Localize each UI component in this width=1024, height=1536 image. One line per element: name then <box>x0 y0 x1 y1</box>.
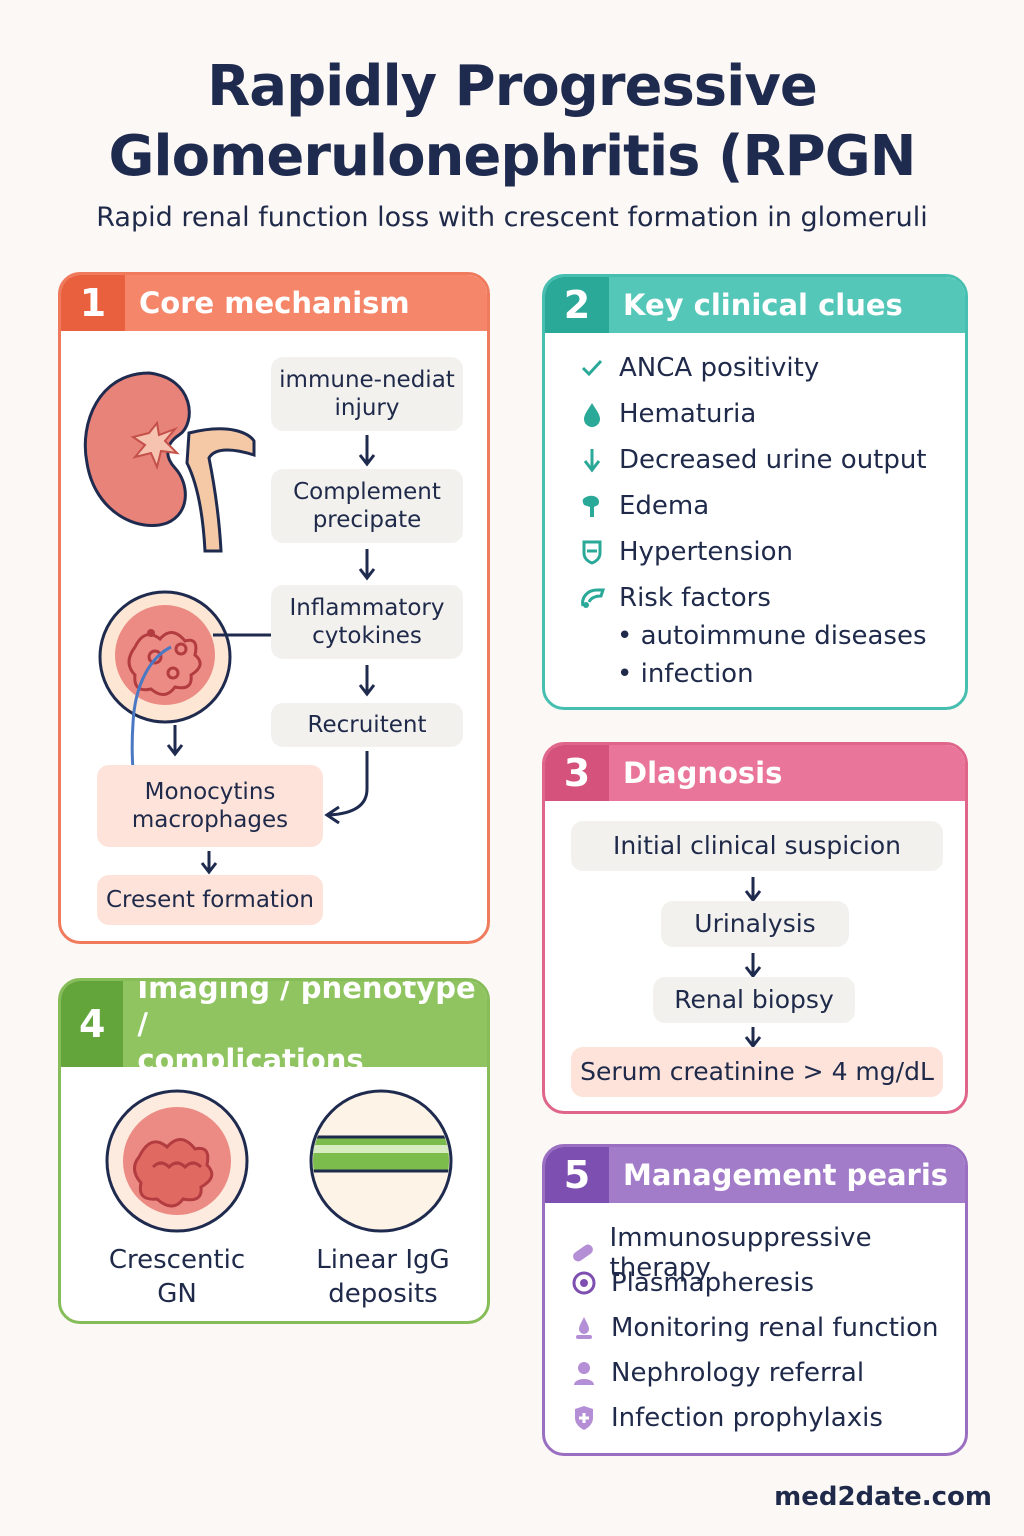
management-label: Monitoring renal function <box>611 1313 939 1343</box>
imaging-title-line1: Imaging / phenotype / <box>137 978 476 1041</box>
diagnosis-step: Renal biopsy <box>653 977 855 1023</box>
target-icon <box>567 1270 601 1296</box>
pill-icon <box>567 1241 600 1265</box>
management-item: Nephrology referral <box>567 1358 864 1388</box>
management-label: Plasmapheresis <box>611 1268 815 1298</box>
crescentic-gn-caption: Crescentic GN <box>81 1243 273 1311</box>
management-number: 5 <box>545 1147 609 1203</box>
mechanism-number: 1 <box>61 275 125 331</box>
management-card: 5 Management pearis Immunosuppressive th… <box>542 1144 968 1456</box>
clue-label: ANCA positivity <box>619 353 820 383</box>
caption-line: Linear IgG <box>316 1245 450 1275</box>
arrow-down-icon <box>200 851 218 875</box>
mechanism-step-recruitment: Recruitent <box>271 703 463 747</box>
risk-factor-item: • infection <box>617 659 754 689</box>
footer-brand: med2date.com <box>774 1482 992 1512</box>
monitor-icon <box>567 1315 601 1341</box>
glomerulus-icon <box>98 590 232 724</box>
imaging-header: 4 Imaging / phenotype / complications <box>61 981 487 1077</box>
arrow-down-icon <box>744 953 762 979</box>
diagnosis-step: Initial clinical suspicion <box>571 821 943 871</box>
droplet-icon <box>575 401 609 427</box>
arrow-down-icon <box>358 549 376 581</box>
mechanism-step-immune: immune-nediat injury <box>271 357 463 431</box>
management-item: Plasmapheresis <box>567 1268 814 1298</box>
arrow-down-icon <box>744 877 762 903</box>
management-title: Management pearis <box>623 1158 949 1192</box>
check-icon <box>575 356 609 380</box>
arrow-down-icon <box>166 725 184 757</box>
mechanism-step-complement: Complement precipate <box>271 469 463 543</box>
imaging-number: 4 <box>61 981 124 1067</box>
management-item: Immunosuppressive therapy <box>567 1223 965 1283</box>
management-label: Infection prophylaxis <box>611 1403 883 1433</box>
diagnosis-title: Dlagnosis <box>623 756 783 790</box>
management-label: Nephrology referral <box>611 1358 865 1388</box>
risk-factor-item: • autoimmune diseases <box>617 621 927 651</box>
crescentic-gn-icon <box>105 1089 249 1233</box>
risk-factor-label: autoimmune diseases <box>640 621 927 651</box>
arrow-down-icon <box>358 665 376 697</box>
clue-label: Hypertension <box>619 537 793 567</box>
caption-line: GN <box>157 1279 197 1309</box>
clue-item: Risk factors <box>575 583 771 613</box>
diagnosis-number: 3 <box>545 745 609 801</box>
linear-igg-caption: Linear IgG deposits <box>287 1243 479 1311</box>
mechanism-title: Core mechanism <box>139 286 410 320</box>
clue-item: Hypertension <box>575 537 793 567</box>
management-item: Infection prophylaxis <box>567 1403 883 1433</box>
mechanism-card: 1 Core mechanism immune-nediat injury Co… <box>58 272 490 944</box>
management-label: Immunosuppressive therapy <box>609 1223 872 1283</box>
monocytes-box: Monocytins macrophages <box>97 765 323 847</box>
mechanism-header: 1 Core mechanism <box>61 275 487 331</box>
diagnosis-step: Urinalysis <box>661 901 849 947</box>
clues-number: 2 <box>545 277 609 333</box>
mechanism-step-cytokines: Inflammatory cytokines <box>271 585 463 659</box>
imaging-title-line2: complications <box>137 1043 364 1077</box>
clue-item: Edema <box>575 491 709 521</box>
clue-label: Risk factors <box>619 583 771 613</box>
management-header: 5 Management pearis <box>545 1147 965 1203</box>
clues-card: 2 Key clinical clues ANCA positivity Hem… <box>542 274 968 710</box>
risk-icon <box>575 586 609 610</box>
page-title-line2: Glomerulonephritis (RPGN <box>108 124 916 189</box>
imaging-card: 4 Imaging / phenotype / complications Cr… <box>58 978 490 1324</box>
shield-cross-icon <box>567 1405 601 1431</box>
arrow-down-icon <box>358 435 376 467</box>
risk-factor-label: infection <box>640 659 754 689</box>
edema-icon <box>575 493 609 519</box>
clue-label: Hematuria <box>619 399 757 429</box>
clues-header: 2 Key clinical clues <box>545 277 965 333</box>
clue-label: Edema <box>619 491 710 521</box>
clues-title: Key clinical clues <box>623 288 903 322</box>
page-subtitle: Rapid renal function loss with crescent … <box>96 202 928 233</box>
arrow-down-icon <box>744 1027 762 1049</box>
caption-line: deposits <box>328 1279 438 1309</box>
clue-item: ANCA positivity <box>575 353 819 383</box>
management-item: Monitoring renal function <box>567 1313 939 1343</box>
caption-line: Crescentic <box>108 1245 246 1275</box>
arrow-curve-icon <box>324 751 369 825</box>
clue-label: Decreased urine output <box>619 445 927 475</box>
imaging-title: Imaging / phenotype / complications <box>123 978 487 1078</box>
linear-igg-icon <box>309 1089 453 1233</box>
crescent-box: Cresent formation <box>97 875 323 925</box>
doctor-icon <box>567 1360 601 1386</box>
page-title-line1: Rapidly Progressive <box>207 54 818 119</box>
kidney-icon <box>83 371 256 553</box>
diagnosis-step: Serum creatinine > 4 mg/dL <box>571 1047 943 1097</box>
shield-icon <box>575 539 609 565</box>
diagnosis-header: 3 Dlagnosis <box>545 745 965 801</box>
clue-item: Decreased urine output <box>575 445 927 475</box>
arrow-down-icon <box>575 447 609 473</box>
clue-item: Hematuria <box>575 399 756 429</box>
diagnosis-card: 3 Dlagnosis Initial clinical suspicion U… <box>542 742 968 1114</box>
